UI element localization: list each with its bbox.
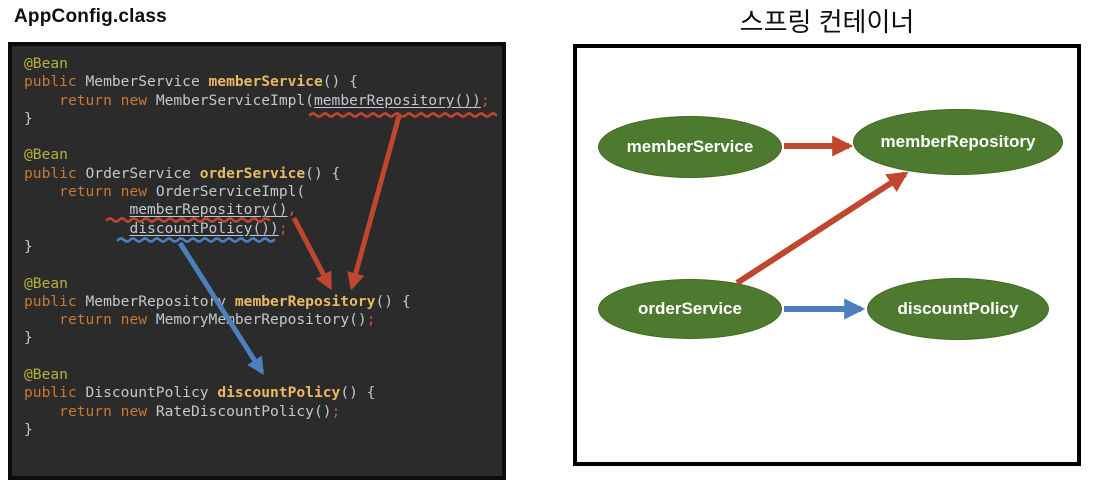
bean-node-order-service: orderService: [598, 279, 782, 339]
bean-node-member-repository: memberRepository: [853, 109, 1063, 175]
bean-node-label: discountPolicy: [897, 299, 1019, 318]
code-panel-title: AppConfig.class: [14, 6, 167, 27]
bean-node-label: orderService: [638, 299, 742, 318]
bean-node-label: memberService: [626, 137, 754, 156]
bean-node-member-service: memberService: [598, 116, 782, 178]
bean-node-discount-policy: discountPolicy: [867, 278, 1049, 340]
spring-container-box: [573, 44, 1081, 466]
spring-container-title: 스프링 컨테이너: [739, 7, 915, 37]
bean-node-label: memberRepository: [880, 132, 1036, 151]
